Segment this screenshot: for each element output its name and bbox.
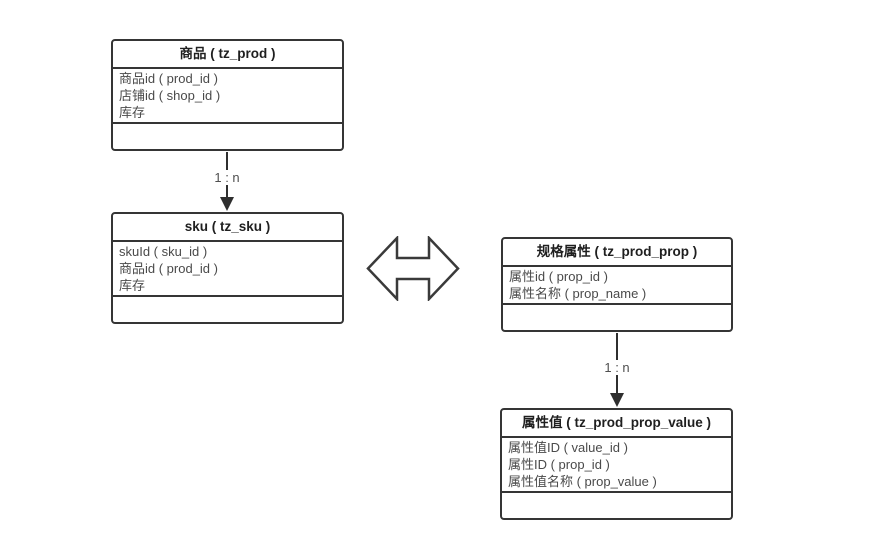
entity-table-sku: sku ( tz_sku ) skuId ( sku_id ) 商品id ( p…: [111, 212, 344, 324]
entity-table-sku-empty-section: [113, 297, 342, 322]
entity-table-prod-prop-value-fields: 属性值ID ( value_id ) 属性ID ( prop_id ) 属性值名…: [502, 438, 731, 493]
double-headed-arrow-icon: [366, 236, 460, 301]
entity-table-sku-fields: skuId ( sku_id ) 商品id ( prod_id ) 库存: [113, 242, 342, 297]
field-row: 属性ID ( prop_id ): [508, 457, 610, 472]
entity-table-prod-prop-empty-section: [503, 305, 731, 330]
relation-cardinality-label: 1 : n: [211, 170, 243, 185]
relation-cardinality-label: 1 : n: [601, 360, 633, 375]
field-row: 商品id ( prod_id ): [119, 71, 218, 86]
entity-table-prod-prop-title: 规格属性 ( tz_prod_prop ): [503, 239, 731, 267]
entity-table-prod-prop-value-title: 属性值 ( tz_prod_prop_value ): [502, 410, 731, 438]
field-row: 库存: [119, 278, 146, 293]
field-row: 属性值ID ( value_id ): [508, 440, 628, 455]
field-row: 属性名称 ( prop_name ): [509, 286, 647, 301]
field-row: 属性id ( prop_id ): [509, 269, 608, 284]
field-row: 店铺id ( shop_id ): [119, 88, 221, 103]
entity-table-prod-prop-fields: 属性id ( prop_id ) 属性名称 ( prop_name ): [503, 267, 731, 305]
entity-table-prod-prop-value-empty-section: [502, 493, 731, 518]
entity-table-prod-title: 商品 ( tz_prod ): [113, 41, 342, 69]
field-row: 属性值名称 ( prop_value ): [508, 474, 657, 489]
arrowhead-down-icon: [220, 197, 234, 211]
arrowhead-down-icon: [610, 393, 624, 407]
field-row: 商品id ( prod_id ): [119, 261, 218, 276]
entity-table-prod-empty-section: [113, 124, 342, 149]
entity-table-prod: 商品 ( tz_prod ) 商品id ( prod_id ) 店铺id ( s…: [111, 39, 344, 151]
entity-table-prod-fields: 商品id ( prod_id ) 店铺id ( shop_id ) 库存: [113, 69, 342, 124]
field-row: skuId ( sku_id ): [119, 244, 208, 259]
entity-table-prod-prop: 规格属性 ( tz_prod_prop ) 属性id ( prop_id ) 属…: [501, 237, 733, 332]
entity-table-prod-prop-value: 属性值 ( tz_prod_prop_value ) 属性值ID ( value…: [500, 408, 733, 520]
field-row: 库存: [119, 105, 146, 120]
entity-table-sku-title: sku ( tz_sku ): [113, 214, 342, 242]
